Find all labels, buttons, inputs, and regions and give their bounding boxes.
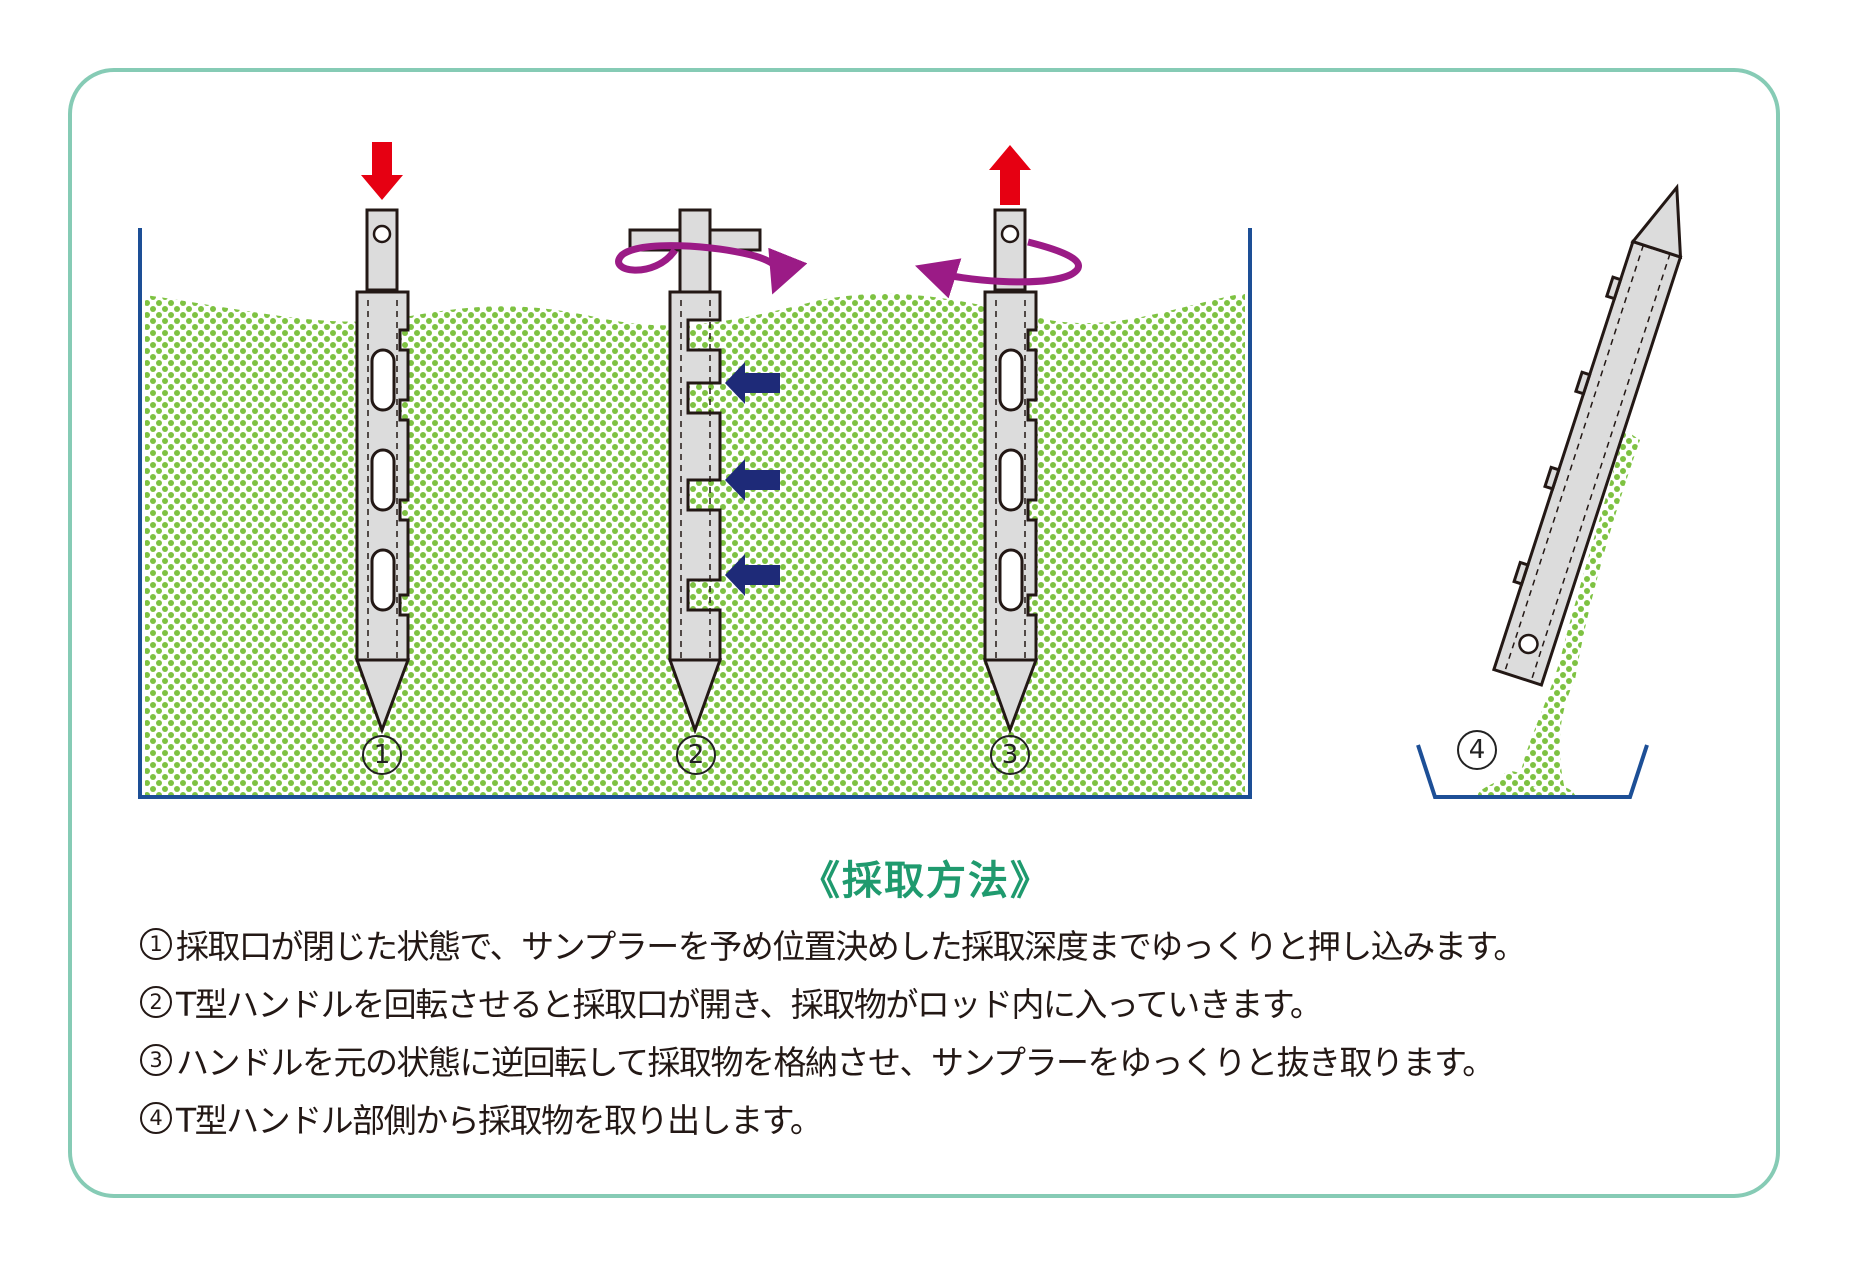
- step-label-3: 3: [990, 735, 1030, 775]
- step-badge-3: 3: [140, 1044, 172, 1076]
- probe-3: [914, 145, 1082, 735]
- inflow-arrow-3: [725, 554, 780, 596]
- push-down-arrow: [361, 142, 403, 200]
- rotate-arrow-counterclockwise: [914, 238, 1082, 299]
- container-walls: [138, 228, 1252, 799]
- step-text-2: T型ハンドルを回転させると採取口が開き、採取物がロッド内に入っていきます。: [176, 985, 1323, 1024]
- step-text-1: 採取口が閉じた状態で、サンプラーを予め位置決めした採取深度までゆっくりと押し込み…: [176, 927, 1526, 966]
- rotate-arrow-clockwise: [615, 242, 808, 295]
- step-instruction-4: 4 T型ハンドル部側から採取物を取り出します。: [140, 1092, 1760, 1144]
- step-instructions: 1 採取口が閉じた状態で、サンプラーを予め位置決めした採取深度までゆっくりと押し…: [140, 918, 1760, 1150]
- step-instruction-3: 3 ハンドルを元の状態に逆回転して採取物を格納させ、サンプラーをゆっくりと抜き取…: [140, 1034, 1760, 1086]
- probe-2: [615, 208, 808, 735]
- step-instruction-1: 1 採取口が閉じた状態で、サンプラーを予め位置決めした採取深度までゆっくりと押し…: [140, 918, 1760, 970]
- step-badge-4: 4: [140, 1102, 172, 1134]
- tray-outline: [1416, 744, 1649, 799]
- step-text-4: T型ハンドル部側から採取物を取り出します。: [176, 1101, 823, 1140]
- pull-up-arrow: [989, 145, 1031, 205]
- step-badge-2: 2: [140, 986, 172, 1018]
- probe-4: [1491, 183, 1683, 790]
- method-title: 《採取方法》: [800, 858, 1052, 904]
- step-badge-1: 1: [140, 928, 172, 960]
- step-instruction-2: 2 T型ハンドルを回転させると採取口が開き、採取物がロッド内に入っていきます。: [140, 976, 1760, 1028]
- pouring-sample: [1518, 430, 1640, 790]
- step-label-1: 1: [362, 735, 402, 775]
- step-label-4: 4: [1457, 730, 1497, 770]
- step-text-3: ハンドルを元の状態に逆回転して採取物を格納させ、サンプラーをゆっくりと抜き取りま…: [176, 1043, 1495, 1082]
- step-label-2: 2: [676, 735, 716, 775]
- inflow-arrow-1: [725, 362, 780, 404]
- probe-1: [354, 142, 411, 735]
- inflow-arrow-2: [725, 459, 780, 501]
